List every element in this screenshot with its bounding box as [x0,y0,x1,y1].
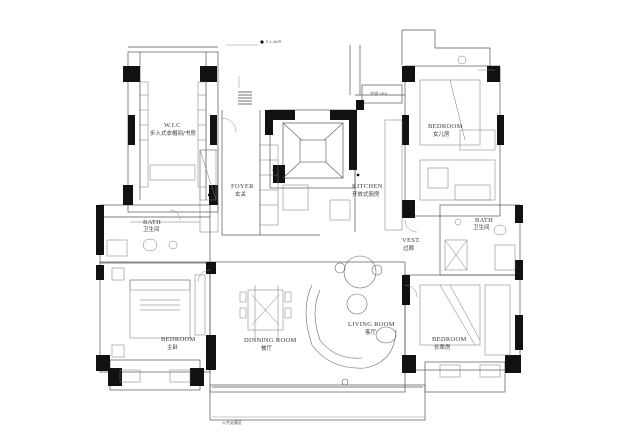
elder-bedroom-sublabel: 长辈房 [434,345,451,351]
living-set [305,255,397,386]
dining-label: DINNING ROOM [244,337,297,344]
elevator-core [282,122,344,179]
ac-annotation: 空调 VRV [370,91,388,96]
master-bedroom-label: BEDROOM [161,336,196,343]
dining-sublabel: 餐厅 [261,346,273,352]
master-bed [111,267,206,383]
girl-bedroom-label: BEDROOM [428,123,463,130]
door-swings [169,117,418,298]
living-label: LIVING ROOM [348,321,395,328]
elder-bedroom-label: BEDROOM [432,336,467,343]
foyer-label: FOYER [231,183,254,190]
elder-bedroom-furniture [419,284,511,378]
markers [207,40,360,197]
cabinets [199,119,403,233]
kitchen-label: KITCHEN [352,183,383,190]
kitchen-sublabel: 开放式厨房 [352,192,380,198]
living-sublabel: 客厅 [365,330,377,336]
girl-bedroom-furniture [419,55,496,201]
vest-label: VEST. [402,237,421,244]
wic-sublabel: 步入式衣帽间/书房 [150,131,196,137]
vest-sublabel: 过廊 [403,246,415,252]
stair-steps [238,91,252,105]
right-bath-fixtures [444,218,516,271]
bottom-annotation: 公共走廊区 [222,420,242,425]
wic-label: W.I.C [164,122,181,129]
right-bath-sublabel: 卫生间 [473,225,490,231]
left-bath-label: BATH [143,219,162,226]
master-bedroom-sublabel: 主卧 [167,345,179,351]
structural-walls [96,66,523,386]
dining-set [239,285,292,340]
wic-furniture [139,81,217,201]
foyer-sublabel: 玄关 [235,192,247,198]
right-bath-label: BATH [475,217,494,224]
left-bath-sublabel: 卫生间 [143,227,160,233]
top-annotation: E-L-AVR [266,39,282,44]
girl-bedroom-sublabel: 女儿房 [433,132,450,138]
dimension-lines [212,44,425,418]
left-bath-fixtures [106,221,200,257]
